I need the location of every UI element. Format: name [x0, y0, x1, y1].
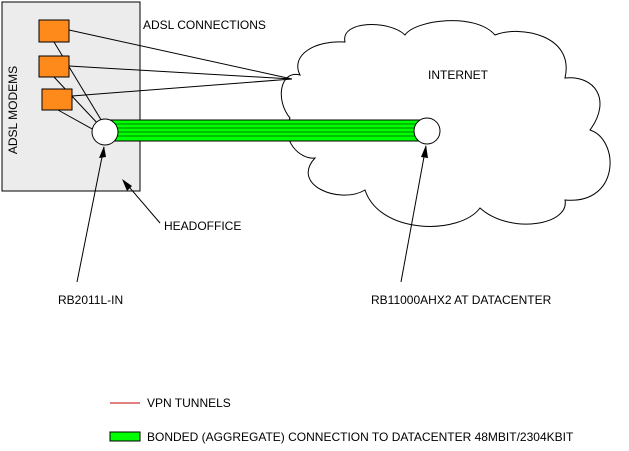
adsl-modems-label: ADSL MODEMS	[6, 66, 20, 154]
office-router-node	[91, 118, 119, 146]
legend-bonded-label: BONDED (AGGREGATE) CONNECTION TO DATACEN…	[147, 430, 574, 444]
modem-router-line	[57, 109, 95, 131]
modem-3	[41, 88, 73, 111]
modem-2	[38, 55, 70, 78]
adsl-connection-line	[68, 29, 293, 80]
router-datacenter-arrow	[400, 145, 427, 283]
router-datacenter-arrowhead	[421, 145, 428, 158]
datacenter-router-node	[413, 117, 441, 145]
legend-bonded-swatch	[109, 431, 141, 442]
adsl-connection-line	[71, 78, 293, 97]
bonded-connection	[105, 119, 429, 142]
modem-router-line	[53, 76, 101, 127]
headoffice-arrowhead	[122, 179, 132, 191]
router-datacenter-label: RB11000AHX2 AT DATACENTER	[371, 293, 552, 307]
modem-1	[38, 19, 70, 43]
router-office-arrow	[76, 146, 105, 283]
headoffice-label: HEADOFFICE	[164, 219, 241, 233]
legend-vpn-label: VPN TUNNELS	[147, 396, 231, 410]
internet-label: INTERNET	[428, 68, 489, 82]
router-office-arrowhead	[99, 146, 106, 158]
internet-cloud	[280, 20, 611, 227]
router-office-label: RB2011L-IN	[58, 293, 123, 307]
adsl-connections-label: ADSL CONNECTIONS	[143, 18, 266, 32]
adsl-connection-line	[68, 65, 293, 80]
